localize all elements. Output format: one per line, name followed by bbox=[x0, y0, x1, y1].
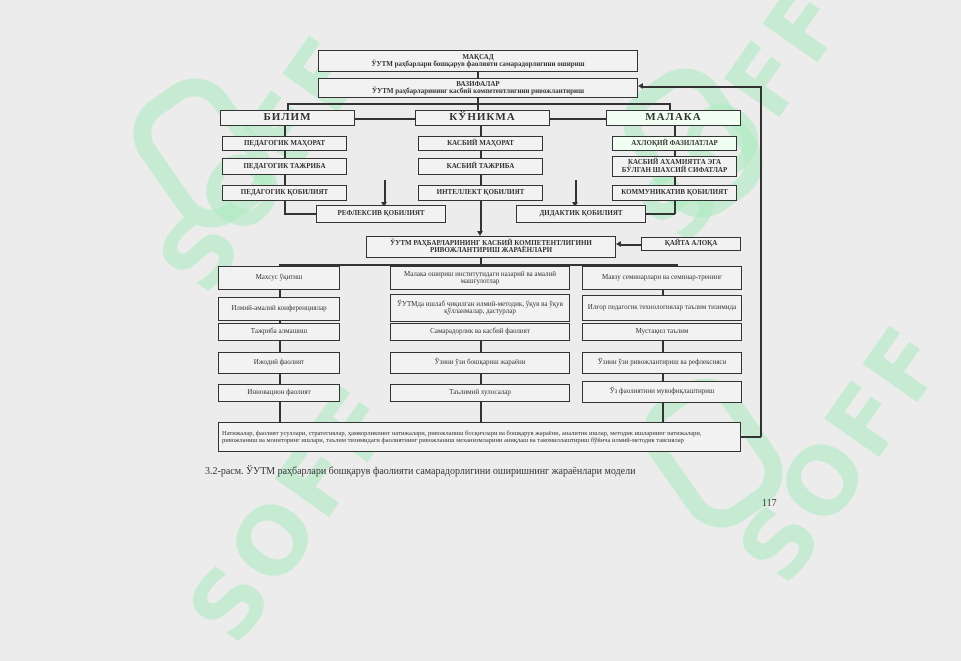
connector bbox=[741, 436, 761, 438]
connector bbox=[480, 126, 482, 136]
col-right-1: Мавзу семинарлари ва семинар-тренинг bbox=[582, 266, 742, 290]
connector bbox=[279, 341, 281, 352]
row3-mid: ИНТЕЛЛЕКТ ҚОБИЛИЯТ bbox=[418, 185, 543, 201]
col-left-4: Ижодий фаолият bbox=[218, 352, 340, 374]
col-left-1: Махсус ўқитиш bbox=[218, 266, 340, 290]
connector bbox=[480, 175, 482, 185]
connector bbox=[621, 244, 641, 246]
connector bbox=[279, 321, 281, 323]
connector bbox=[674, 201, 676, 214]
col-right-4: Ўзини ўзи ривожлантириш ва рефлексияси bbox=[582, 352, 742, 374]
pillar-knowledge: БИЛИМ bbox=[220, 110, 355, 126]
watermark-text: SOFF bbox=[167, 365, 419, 661]
row1-left: ПЕДАГОГИК МАҲОРАТ bbox=[222, 136, 347, 151]
connector bbox=[550, 118, 606, 120]
col-mid-4: Ўзини ўзи бошқариш жараёни bbox=[390, 352, 570, 374]
tasks-text: ВАЗИФАЛАР ЎУТМ раҳбарларининг касбий ком… bbox=[371, 79, 584, 95]
row1-mid: КАСБИЙ МАҲОРАТ bbox=[418, 136, 543, 151]
figure-caption: 3.2-расм. ЎУТМ раҳбарлари бошқарув фаоли… bbox=[205, 466, 636, 477]
arrow-down-icon bbox=[477, 231, 483, 236]
col-mid-3: Самарадорлик ва касбий фаолият bbox=[390, 323, 570, 341]
arrow-down-icon bbox=[381, 202, 387, 207]
connector bbox=[662, 374, 664, 381]
row4-left: РЕФЛЕКСИВ ҚОБИЛИЯТ bbox=[316, 205, 446, 223]
tasks-box: ВАЗИФАЛАР ЎУТМ раҳбарларининг касбий ком… bbox=[318, 78, 638, 98]
connector bbox=[279, 402, 281, 422]
col-left-2: Илмий-амалий конференциялар bbox=[218, 297, 340, 321]
row3-left: ПЕДАГОГИК ҚОБИЛИЯТ bbox=[222, 185, 347, 201]
row3-right: КОММУНИКАТИВ ҚОБИЛИЯТ bbox=[612, 185, 737, 201]
connector bbox=[760, 86, 762, 437]
pillar-competence: МАЛАКА bbox=[606, 110, 741, 126]
row4-right: ДИДАКТИК ҚОБИЛИЯТ bbox=[516, 205, 646, 223]
connector bbox=[674, 177, 676, 185]
arrow-left-icon bbox=[616, 241, 621, 247]
row1-right: АХЛОҚИЙ ФАЗИЛАТЛАР bbox=[612, 136, 737, 151]
goal-box: МАҚСАД ЎУТМ раҳбарлари бошқарув фаолияти… bbox=[318, 50, 638, 72]
row2-mid: КАСБИЙ ТАЖРИБА bbox=[418, 158, 543, 175]
connector bbox=[480, 402, 482, 422]
connector bbox=[284, 201, 286, 214]
connector bbox=[279, 264, 678, 266]
goal-text: МАҚСАД ЎУТМ раҳбарлари бошқарув фаолияти… bbox=[371, 52, 585, 68]
connector bbox=[480, 341, 482, 352]
page-number: 117 bbox=[762, 498, 777, 509]
connector bbox=[643, 86, 761, 88]
row2-left: ПЕДАГОГИК ТАЖРИБА bbox=[222, 158, 347, 175]
row2-right: КАСБИЙ АХАМИЯТГА ЭГА БЎЛГАН ШАХСИЙ СИФАТ… bbox=[612, 156, 737, 177]
col-right-3: Мустақил таълим bbox=[582, 323, 742, 341]
connector bbox=[480, 374, 482, 384]
connector bbox=[674, 151, 676, 156]
connector bbox=[575, 180, 577, 204]
connector bbox=[669, 103, 671, 110]
results-box: Натижалар, фаолият усуллари, стратегияла… bbox=[218, 422, 741, 452]
col-right-2: Илғор педагогик технологиялар таълим тиз… bbox=[582, 295, 742, 321]
connector bbox=[480, 201, 482, 233]
connector bbox=[355, 118, 415, 120]
slide-page: SOFF SOFF SOFF SOFF МАҚСАД ЎУТМ раҳбарла… bbox=[117, 0, 961, 661]
connector bbox=[284, 126, 286, 136]
connector bbox=[279, 374, 281, 384]
connector bbox=[284, 175, 286, 185]
connector bbox=[384, 180, 386, 204]
arrow-down-icon bbox=[572, 202, 578, 207]
arrow-left-icon bbox=[638, 83, 643, 89]
pillar-skill: КЎНИКМА bbox=[415, 110, 550, 126]
connector bbox=[287, 103, 670, 105]
connector bbox=[645, 213, 675, 215]
connector bbox=[674, 126, 676, 136]
col-mid-2: ЎУТМда ишлаб чиқилган илмий-методик, ўқу… bbox=[390, 294, 570, 322]
connector bbox=[662, 341, 664, 352]
feedback-box: ҚАЙТА АЛОҚА bbox=[641, 237, 741, 251]
col-left-5: Инновацион фаолият bbox=[218, 384, 340, 402]
central-process-box: ЎУТМ РАҲБАРЛАРИНИНГ КАСБИЙ КОМПЕТЕНТЛИГИ… bbox=[366, 236, 616, 258]
connector bbox=[279, 290, 281, 297]
connector bbox=[284, 213, 316, 215]
col-left-3: Тажриба алмашиш bbox=[218, 323, 340, 341]
connector bbox=[284, 151, 286, 158]
col-mid-1: Малака ошириш институтидаги назарий ва а… bbox=[390, 266, 570, 290]
col-right-5: Ўз фаолиятини мувофиқлаштириш bbox=[582, 381, 742, 403]
connector bbox=[477, 72, 479, 78]
connector bbox=[662, 290, 664, 295]
connector bbox=[662, 403, 664, 422]
connector bbox=[480, 151, 482, 158]
connector bbox=[480, 258, 482, 265]
connector bbox=[287, 103, 289, 110]
col-mid-5: Таълимий хулосалар bbox=[390, 384, 570, 402]
